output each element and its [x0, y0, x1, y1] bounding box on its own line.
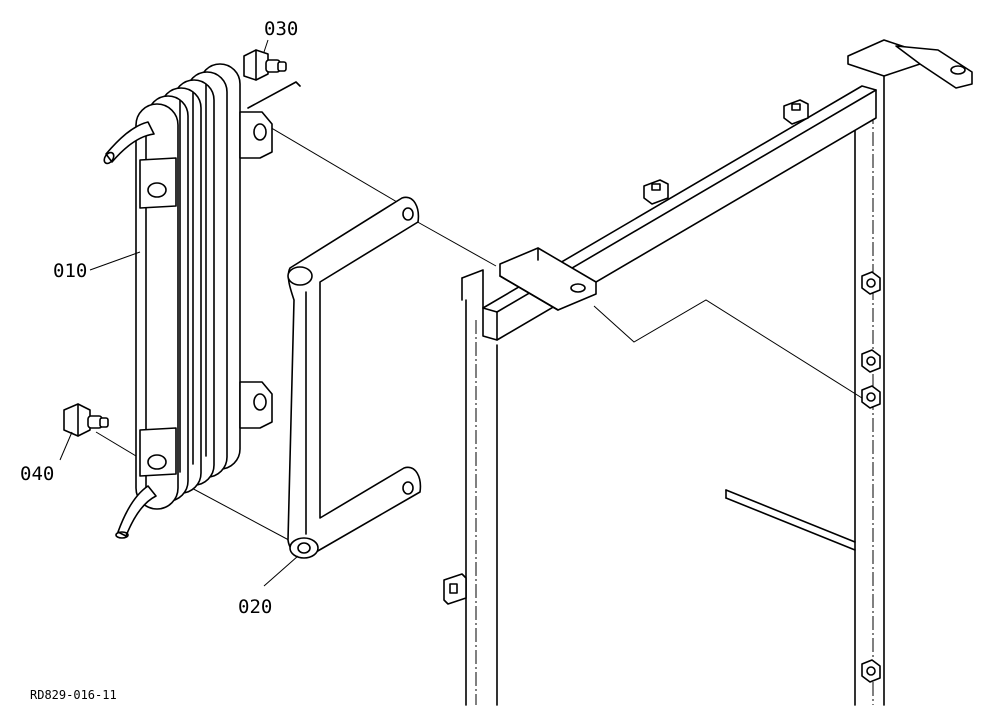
callout-leaders	[59, 39, 299, 587]
callout-040: 040	[20, 463, 54, 485]
drawing-reference: RD829-016-11	[30, 688, 117, 702]
radiator-frame	[443, 39, 973, 706]
callout-010: 010	[53, 260, 87, 282]
callout-030: 030	[264, 18, 298, 40]
fitting-040	[63, 403, 109, 437]
callout-020: 020	[238, 596, 272, 618]
fitting-030	[243, 49, 287, 81]
mounting-bracket	[287, 196, 422, 559]
oil-cooler	[103, 63, 301, 539]
